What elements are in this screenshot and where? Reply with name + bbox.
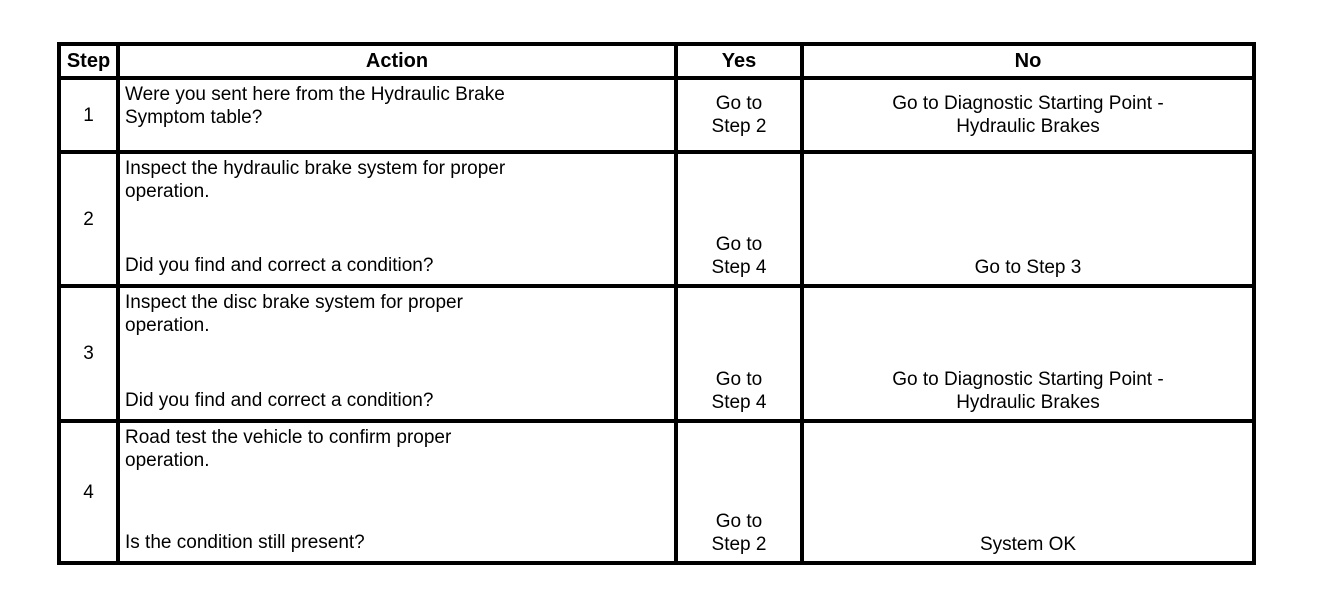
action-cell: Inspect the hydraulic brake system for p… <box>116 150 678 288</box>
col-header-action: Action <box>116 42 678 80</box>
table-row: 2 Inspect the hydraulic brake system for… <box>57 150 1256 288</box>
action-cell: Inspect the disc brake system for proper… <box>116 284 678 423</box>
yes-text: Go to Step 2 <box>711 511 767 555</box>
action-question: Did you find and correct a condition? <box>125 390 434 411</box>
table-row: 4 Road test the vehicle to confirm prope… <box>57 419 1256 565</box>
action-cell: Were you sent here from the Hydraulic Br… <box>116 76 678 154</box>
diagnostic-table: Step Action Yes No 1 Were you sent here … <box>57 42 1256 565</box>
action-text: Road test the vehicle to confirm proper … <box>125 427 452 471</box>
no-text: Go to Diagnostic Starting Point - Hydrau… <box>892 369 1164 413</box>
no-cell: Go to Diagnostic Starting Point - Hydrau… <box>800 76 1256 154</box>
no-cell: Go to Diagnostic Starting Point - Hydrau… <box>800 284 1256 423</box>
no-text: Go to Diagnostic Starting Point - Hydrau… <box>892 93 1164 137</box>
no-cell: Go to Step 3 <box>800 150 1256 288</box>
action-text: Inspect the disc brake system for proper… <box>125 292 463 336</box>
no-text: System OK <box>979 534 1077 555</box>
yes-text: Go to Step 4 <box>711 369 767 413</box>
step-number: 4 <box>57 419 120 565</box>
action-cell: Road test the vehicle to confirm proper … <box>116 419 678 565</box>
yes-text: Go to Step 4 <box>711 234 767 278</box>
table-row: 3 Inspect the disc brake system for prop… <box>57 284 1256 423</box>
col-header-yes: Yes <box>674 42 804 80</box>
action-text: Inspect the hydraulic brake system for p… <box>125 158 506 202</box>
yes-cell: Go to Step 4 <box>674 284 804 423</box>
yes-cell: Go to Step 4 <box>674 150 804 288</box>
table-row: 1 Were you sent here from the Hydraulic … <box>57 76 1256 154</box>
yes-text: Go to Step 2 <box>711 93 767 137</box>
no-cell: System OK <box>800 419 1256 565</box>
action-question: Is the condition still present? <box>125 532 365 553</box>
header-row: Step Action Yes No <box>57 42 1256 80</box>
col-header-no: No <box>800 42 1256 80</box>
action-text: Were you sent here from the Hydraulic Br… <box>125 84 505 128</box>
yes-cell: Go to Step 2 <box>674 419 804 565</box>
step-number: 2 <box>57 150 120 288</box>
step-number: 3 <box>57 284 120 423</box>
action-question: Did you find and correct a condition? <box>125 255 434 276</box>
col-header-step: Step <box>57 42 120 80</box>
no-text: Go to Step 3 <box>974 257 1082 278</box>
step-number: 1 <box>57 76 120 154</box>
yes-cell: Go to Step 2 <box>674 76 804 154</box>
